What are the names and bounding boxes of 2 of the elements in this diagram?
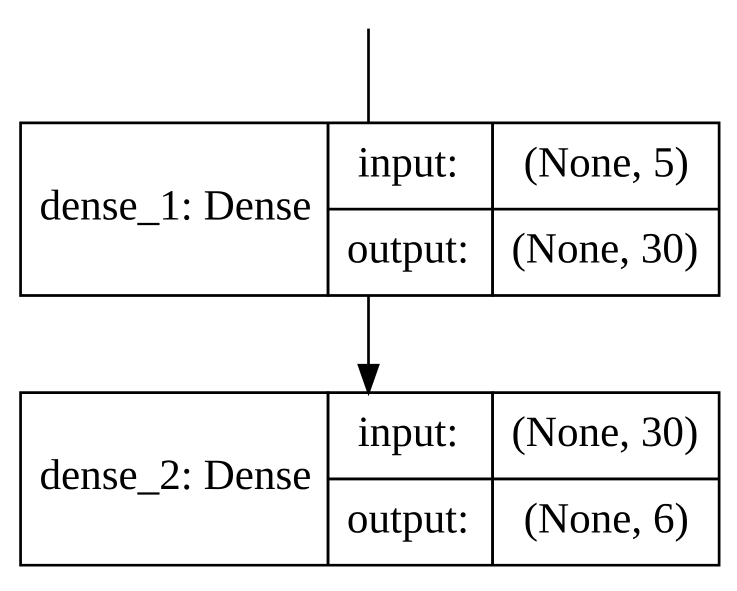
arrow [357,296,380,396]
connector [367,28,370,123]
